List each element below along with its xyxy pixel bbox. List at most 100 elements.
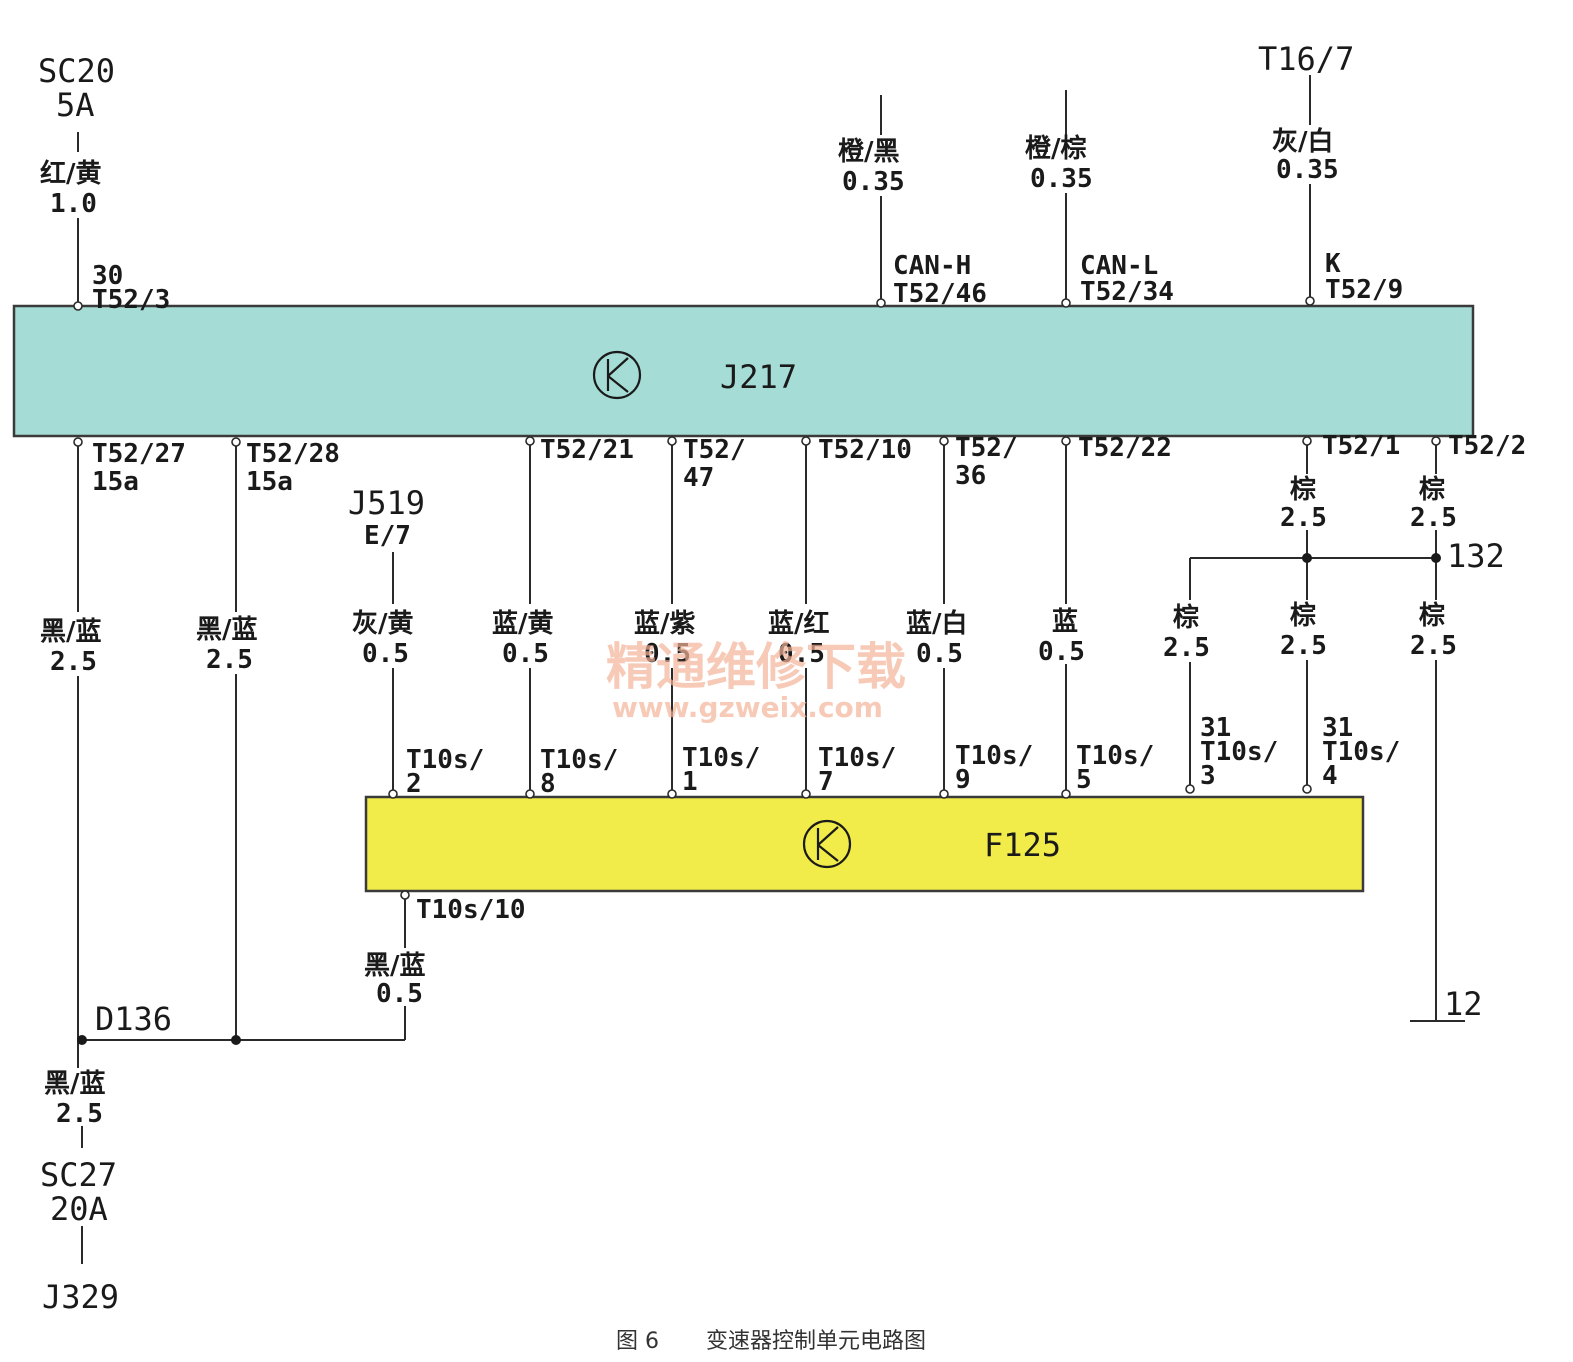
pin-sub-label: 7 (818, 767, 834, 797)
pin-sub-label: 9 (955, 765, 971, 795)
wire-color: 黑/蓝 (44, 1069, 106, 1099)
watermark-url: www.gzweix.com (612, 691, 883, 724)
f125-module (364, 795, 1365, 893)
wire-size: 2.5 (1410, 503, 1457, 533)
pin-function: 31 (1322, 713, 1353, 743)
wire-size: 2.5 (1410, 631, 1457, 661)
f125-label: F125 (984, 826, 1061, 864)
j519-pin-label: E/7 (364, 521, 411, 551)
j217-module (12, 304, 1475, 438)
pin-label: T10s/ (682, 743, 760, 773)
wire-color: 蓝/红 (768, 608, 830, 639)
wire-color: 黑/蓝 (364, 951, 426, 981)
t16-connector-label: T16/7 (1258, 40, 1354, 78)
pin-label: T52/46 (893, 279, 987, 309)
sc20-rating-label: 5A (56, 86, 95, 124)
pin-sub-label: 2 (406, 769, 422, 799)
wire-size: 0.5 (362, 639, 409, 669)
pin-label: T10s/ (818, 743, 896, 773)
wire-size: 0.5 (644, 639, 691, 669)
pin-sub-label: 1 (682, 767, 698, 797)
wire-size: 0.35 (1276, 155, 1339, 185)
wire-size: 0.35 (842, 167, 905, 197)
wire-color: 棕 (1290, 474, 1316, 505)
wire-size: 2.5 (1280, 631, 1327, 661)
pin-label: T52/21 (540, 435, 634, 465)
wire-size: 1.0 (50, 189, 97, 219)
pin-label: T52/28 (246, 439, 340, 469)
pin-sub-label: 15a (246, 467, 293, 497)
wire-size: 0.5 (1038, 637, 1085, 667)
sc20-fuse-label: SC20 (38, 52, 115, 90)
wire-color: 红/黄 (40, 158, 102, 189)
d136-junction-label: D136 (95, 1000, 172, 1038)
pin-sub-label: 36 (955, 461, 986, 491)
sc27-fuse-label: SC27 (40, 1156, 117, 1194)
wire-size: 0.5 (502, 639, 549, 669)
pin-label: T10s/ (1322, 737, 1400, 767)
pin-sub-label: 5 (1076, 765, 1092, 795)
wire-color: 黑/蓝 (196, 615, 258, 645)
wire-size: 2.5 (206, 645, 253, 675)
wire-size: 0.35 (1030, 164, 1093, 194)
pin-label: T10s/ (1200, 737, 1278, 767)
pin-label: T52/9 (1325, 275, 1403, 305)
wire-color: 橙/棕 (1025, 133, 1087, 164)
pin-label: T52/2 (1448, 431, 1526, 461)
pin-sub-label: 4 (1322, 761, 1338, 791)
pin-function: CAN-H (893, 251, 971, 281)
wire-size: 2.5 (50, 647, 97, 677)
wires (77, 75, 1465, 1264)
ground-point-12: 12 (1444, 985, 1483, 1023)
pin-connectors (73, 296, 1441, 900)
figure-number: 图 6 (616, 1329, 659, 1354)
pin-function: 31 (1200, 713, 1231, 743)
wire-color: 棕 (1173, 602, 1199, 633)
pin-label: T10s/10 (416, 895, 526, 925)
wire-color: 灰/黄 (352, 609, 414, 639)
pin-sub-label: 3 (1200, 761, 1216, 791)
pin-label: T52/ (955, 433, 1018, 463)
pin-sub-label: 47 (683, 463, 714, 493)
wire-color: 蓝/黄 (492, 609, 554, 639)
pin-label: T52/ (683, 435, 746, 465)
j217-label: J217 (720, 358, 797, 396)
pin-function: CAN-L (1080, 251, 1158, 281)
wire-color: 棕 (1419, 600, 1445, 631)
pin-label: T52/27 (92, 439, 186, 469)
wire-size: 2.5 (1280, 503, 1327, 533)
j329-label: J329 (42, 1278, 119, 1316)
pin-function: 30 (92, 261, 123, 291)
pin-label: T10s/ (955, 741, 1033, 771)
pin-label: T52/10 (818, 435, 912, 465)
pin-label: T52/1 (1322, 431, 1400, 461)
wire-color: 灰/白 (1272, 126, 1334, 157)
ground-point-132: 132 (1447, 537, 1505, 575)
wire-color: 棕 (1290, 600, 1316, 631)
pin-label: T52/22 (1078, 433, 1172, 463)
k-circle-icon (802, 819, 852, 869)
pin-label: T52/34 (1080, 277, 1174, 307)
watermark-title: 精通维修下载 (606, 638, 906, 696)
pin-label: T10s/ (406, 745, 484, 775)
pin-sub-label: 8 (540, 769, 556, 799)
wire-color: 棕 (1419, 474, 1445, 505)
wire-color: 黑/蓝 (40, 617, 102, 647)
pin-label: T52/3 (92, 285, 170, 315)
pin-function: K (1325, 249, 1341, 279)
pin-sub-label: 15a (92, 467, 139, 497)
junction-dots (77, 553, 1441, 1045)
wire-color: 蓝/紫 (634, 609, 696, 639)
wire-size: 0.5 (916, 639, 963, 669)
wire-size: 2.5 (1163, 633, 1210, 663)
wire-size: 2.5 (56, 1099, 103, 1129)
wire-size: 0.5 (778, 639, 825, 669)
pin-label: T10s/ (1076, 741, 1154, 771)
j519-label: J519 (348, 484, 425, 522)
pin-label: T10s/ (540, 745, 618, 775)
figure-caption: 变速器控制单元电路图 (706, 1329, 926, 1354)
sc27-rating-label: 20A (50, 1190, 108, 1228)
k-circle-icon (592, 350, 642, 400)
wire-color: 蓝 (1052, 607, 1078, 637)
